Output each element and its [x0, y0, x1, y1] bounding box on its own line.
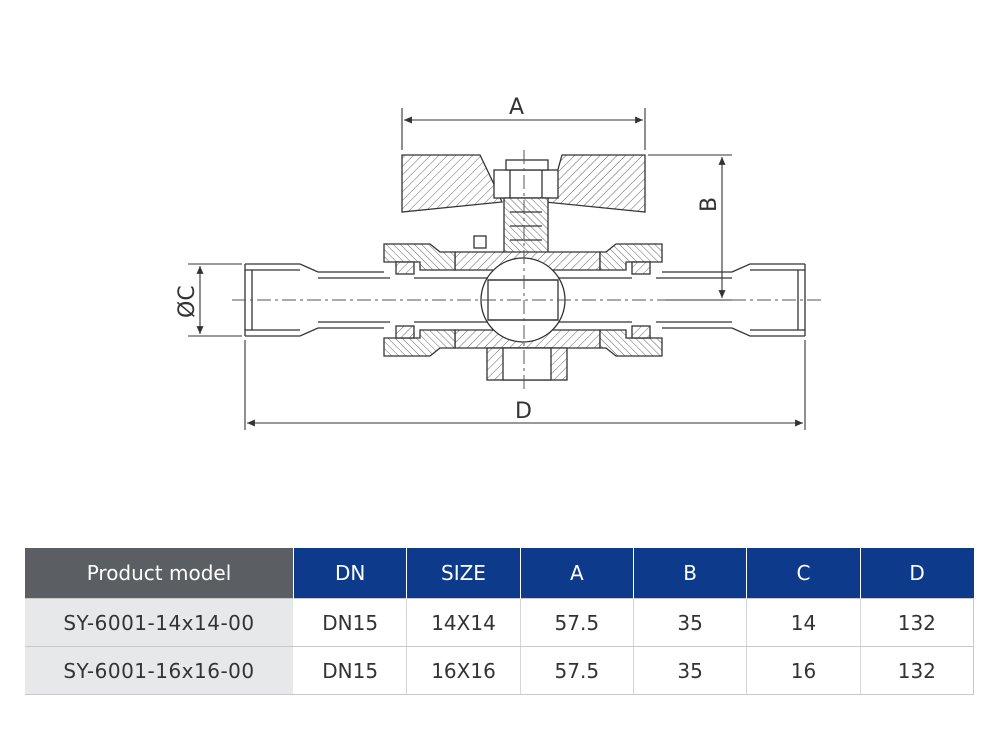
left-oring-top	[395, 261, 415, 275]
valve-stem	[503, 197, 549, 261]
header-dn: DN	[293, 548, 408, 599]
handle-right	[544, 154, 646, 213]
header-size: SIZE	[406, 548, 521, 599]
cell-dn: DN15	[293, 598, 408, 647]
cell-c: 16	[746, 646, 861, 695]
cell-b: 35	[633, 598, 748, 647]
header-d: D	[860, 548, 974, 599]
table-row: SY-6001-16x16-00 DN15 16X16 57.5 35 16 1…	[25, 646, 975, 695]
valve-cross-section-drawing: A B ØC D	[175, 95, 822, 430]
cell-b: 35	[633, 646, 748, 695]
cell-a: 57.5	[520, 646, 634, 695]
dimension-d-label: D	[515, 399, 532, 424]
dimension-a-label: A	[509, 95, 524, 120]
spec-table: Product model DN SIZE A B C D SY-6001-14…	[25, 548, 975, 695]
handle-left	[401, 154, 503, 213]
cell-size: 14X14	[406, 598, 521, 647]
header-c: C	[746, 548, 861, 599]
table-header-row: Product model DN SIZE A B C D	[25, 548, 974, 599]
right-pipe	[662, 263, 806, 337]
header-a: A	[520, 548, 634, 599]
table-row: SY-6001-14x14-00 DN15 14X14 57.5 35 14 1…	[25, 598, 975, 647]
header-b: B	[633, 548, 748, 599]
cell-dn: DN15	[293, 646, 408, 695]
right-oring-bottom	[631, 325, 651, 339]
right-oring-top	[631, 261, 651, 275]
dimension-c-label: ØC	[175, 285, 200, 318]
left-pipe	[244, 263, 384, 337]
cell-c: 14	[746, 598, 861, 647]
cell-model: SY-6001-14x14-00	[25, 598, 294, 647]
cell-a: 57.5	[520, 598, 634, 647]
cell-size: 16X16	[406, 646, 521, 695]
handle-nut	[493, 169, 559, 199]
header-product-model: Product model	[25, 548, 294, 599]
cell-d: 132	[860, 598, 975, 647]
cell-d: 132	[860, 646, 975, 695]
cell-model: SY-6001-16x16-00	[25, 646, 294, 695]
dimension-b-label: B	[697, 197, 722, 212]
left-oring-bottom	[395, 325, 415, 339]
